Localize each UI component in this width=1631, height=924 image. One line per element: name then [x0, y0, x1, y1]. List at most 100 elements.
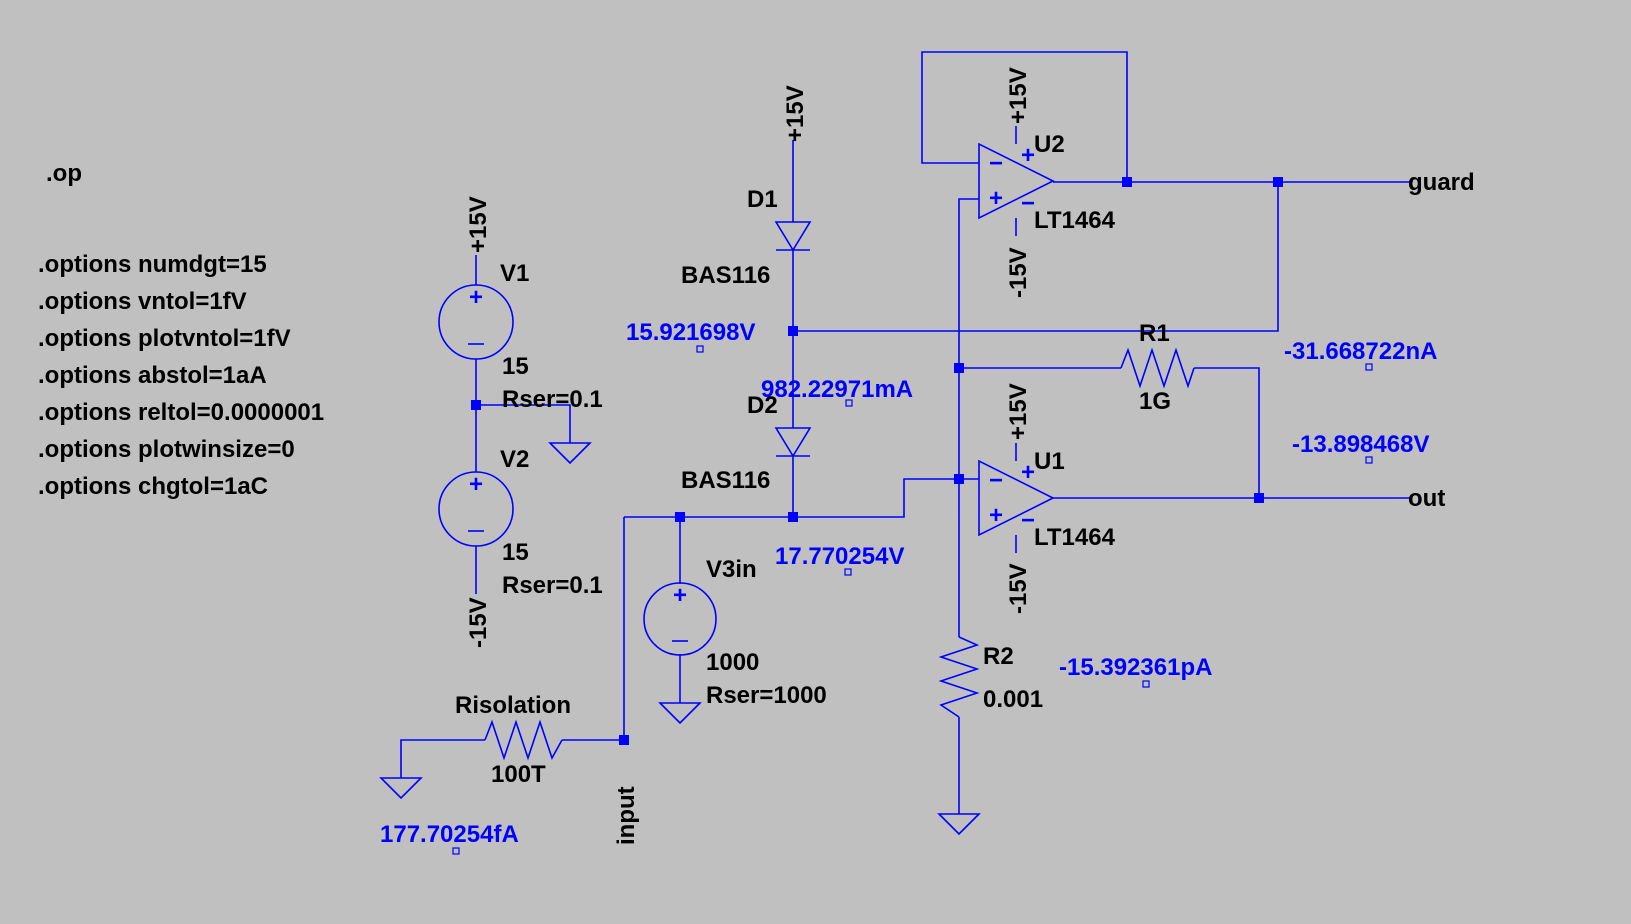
directive-vntol[interactable]: .options vntol=1fV [38, 288, 247, 315]
v3in-rser[interactable]: Rser=1000 [706, 682, 827, 709]
r2-name[interactable]: R2 [983, 643, 1014, 670]
voltage-source-v2[interactable]: + [438, 471, 514, 547]
resistor-zigzag [1120, 347, 1195, 389]
out-net-label[interactable]: out [1408, 485, 1445, 512]
opamp-triangle [978, 142, 1055, 220]
junction-dot [471, 400, 481, 410]
u2-model[interactable]: LT1464 [1034, 207, 1116, 234]
noninverting-input-mark: + [989, 185, 1003, 212]
directive-op[interactable]: .op [46, 160, 82, 187]
probe-marker [1142, 680, 1150, 688]
risolation-value[interactable]: 100T [491, 761, 546, 788]
d2-model[interactable]: BAS116 [681, 467, 770, 494]
supply-plus-mark: + [1021, 142, 1035, 169]
r2-value[interactable]: 0.001 [983, 686, 1043, 713]
v1-pos-net-label[interactable]: +15V [465, 196, 492, 253]
u1-neg-net-label[interactable]: -15V [1005, 563, 1032, 614]
junction-dot [1273, 177, 1283, 187]
diode-d1[interactable] [774, 221, 812, 252]
wire[interactable] [921, 51, 1128, 182]
wire[interactable] [793, 182, 1279, 332]
diode-triangle [774, 427, 812, 458]
resistor-zigzag [484, 719, 563, 761]
v3in-name[interactable]: V3in [706, 556, 757, 583]
probe-marker [696, 345, 704, 353]
r1-current-readout[interactable]: -31.668722nA [1284, 338, 1437, 365]
wire[interactable] [400, 739, 485, 778]
diode-d2[interactable] [774, 427, 812, 458]
ground-symbols [379, 442, 981, 836]
wire[interactable] [624, 478, 979, 518]
voltage-source-v1[interactable]: + [438, 284, 514, 360]
junction-dot [954, 363, 964, 373]
v2-name[interactable]: V2 [500, 446, 529, 473]
d1-pos-net-label[interactable]: +15V [782, 85, 809, 142]
probe-marker [1365, 363, 1373, 371]
directive-reltol[interactable]: .options reltol=0.0000001 [38, 399, 324, 426]
wires [400, 51, 1412, 814]
risolation-current-readout[interactable]: 177.70254fA [380, 821, 519, 848]
u2-pos-net-label[interactable]: +15V [1005, 67, 1032, 124]
component-labels: V1 15 Rser=0.1 V2 15 Rser=0.1 V3in 1000 … [455, 131, 1475, 788]
u1-model[interactable]: LT1464 [1034, 524, 1116, 551]
opamp-u2[interactable]: − + + − [978, 126, 1055, 236]
v3in-value[interactable]: 1000 [706, 649, 759, 676]
wire[interactable] [958, 198, 979, 368]
v1-rser[interactable]: Rser=0.1 [502, 386, 603, 413]
resistor-risolation[interactable] [484, 719, 563, 761]
v1-value[interactable]: 15 [502, 353, 529, 380]
d2-name[interactable]: D2 [747, 392, 778, 419]
wire[interactable] [476, 404, 571, 443]
v2-value[interactable]: 15 [502, 539, 529, 566]
resistor-r1[interactable] [1120, 347, 1195, 389]
directive-numdgt[interactable]: .options numdgt=15 [38, 251, 267, 278]
v2-neg-net-label[interactable]: -15V [465, 597, 492, 648]
d-mid-voltage-readout[interactable]: 15.921698V [626, 319, 755, 346]
directive-plotwinsize[interactable]: .options plotwinsize=0 [38, 436, 295, 463]
directive-chgtol[interactable]: .options chgtol=1aC [38, 473, 268, 500]
power-labels: +15V -15V +15V +15V -15V +15V -15V input [465, 67, 1032, 845]
out-voltage-readout[interactable]: -13.898468V [1292, 431, 1429, 458]
input-net-label[interactable]: input [613, 786, 640, 845]
resistor-r2[interactable] [938, 636, 980, 718]
u2-neg-net-label[interactable]: -15V [1005, 247, 1032, 298]
supply-plus-mark: + [1021, 459, 1035, 486]
junction-dot [1122, 177, 1132, 187]
ground-icon [937, 813, 981, 836]
ground-icon [548, 442, 592, 465]
d2-current-readout[interactable]: 982.22971mA [761, 376, 913, 403]
guard-net-label[interactable]: guard [1408, 169, 1475, 196]
directive-plotvntol[interactable]: .options plotvntol=1fV [38, 325, 291, 352]
plus-sign: + [469, 471, 483, 498]
source-circle [643, 582, 717, 656]
u1-pos-net-label[interactable]: +15V [1005, 383, 1032, 440]
input-voltage-readout[interactable]: 17.770254V [775, 543, 904, 570]
supply-minus-mark: − [1021, 190, 1035, 217]
r2-current-readout[interactable]: -15.392361pA [1059, 654, 1212, 681]
r1-value[interactable]: 1G [1139, 388, 1171, 415]
source-circle [438, 471, 514, 547]
measurement-labels: 15.921698V 982.22971mA 17.770254V -31.66… [380, 319, 1437, 855]
probe-marker [845, 399, 853, 407]
source-circle [438, 284, 514, 360]
junction-dot [619, 735, 629, 745]
ground-icon [658, 702, 702, 725]
directive-abstol[interactable]: .options abstol=1aA [38, 362, 267, 389]
opamp-u1[interactable]: − + + − [978, 443, 1055, 553]
d1-name[interactable]: D1 [747, 186, 778, 213]
supply-minus-mark: − [1021, 507, 1035, 534]
voltage-source-v3in[interactable]: + [643, 582, 717, 656]
v1-name[interactable]: V1 [500, 260, 529, 287]
spice-directives: .op .options numdgt=15 .options vntol=1f… [38, 160, 324, 500]
opamp-triangle [978, 459, 1055, 537]
v2-rser[interactable]: Rser=0.1 [502, 572, 603, 599]
probe-marker [1365, 456, 1373, 464]
noninverting-input-mark: + [989, 502, 1003, 529]
u1-name[interactable]: U1 [1034, 448, 1065, 475]
wire[interactable] [1194, 367, 1260, 498]
risolation-name[interactable]: Risolation [455, 692, 571, 719]
u2-name[interactable]: U2 [1034, 131, 1065, 158]
r1-name[interactable]: R1 [1139, 320, 1170, 347]
d1-model[interactable]: BAS116 [681, 262, 770, 289]
